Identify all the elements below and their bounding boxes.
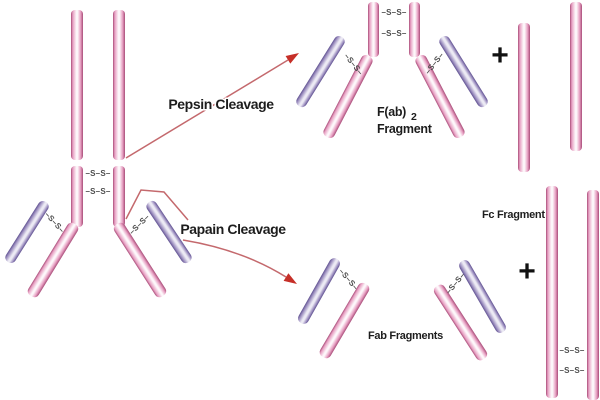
heavy-chain-arm-rod [319, 282, 370, 359]
disulfide-bond-label: –S–S– [127, 212, 151, 236]
fab2-fragment-label: F(ab) [377, 105, 406, 119]
disulfide-bond-label: –S–S– [381, 8, 406, 17]
papain-cleavage-label: Papain Cleavage [180, 221, 286, 237]
light-chain-rod [146, 200, 192, 264]
disulfide-bond-label: –S–S– [559, 346, 584, 355]
pepsin-arrowhead-icon [285, 53, 299, 64]
papain-arrowhead-icon [283, 273, 297, 284]
fab2-subscript: 2 [411, 111, 417, 123]
light-chain-rod [459, 260, 506, 333]
light-chain-rod [298, 258, 340, 324]
heavy-chain-arm-rod [433, 284, 488, 361]
disulfide-bond-label: –S–S– [381, 29, 406, 38]
heavy-chain-arm-rod [323, 54, 373, 139]
heavy-chain-arm-rod [113, 222, 167, 298]
disulfide-bond-label: –S–S– [337, 267, 360, 292]
light-chain-rod [439, 36, 488, 108]
disulfide-bond-label: –S–S– [85, 169, 110, 178]
heavy-chain-rod [409, 2, 420, 57]
fc-fragment-label: Fc Fragment [482, 209, 545, 221]
plus-sign: + [491, 39, 509, 72]
heavy-chain-arm-rod [415, 54, 465, 139]
fc-piece-rod [518, 23, 530, 172]
heavy-chain-rod [587, 190, 599, 400]
pepsin-cleavage-line [125, 59, 289, 159]
heavy-chain-rod [113, 166, 125, 227]
pepsin-arrow [125, 53, 299, 159]
disulfide-bond-label: –S–S– [85, 187, 110, 196]
fab-fragments-label: Fab Fragments [368, 330, 443, 342]
fab-fragment-right: –S–S– [433, 260, 506, 361]
disulfide-bond-label: –S–S– [444, 271, 467, 296]
fc-piece-rod [570, 2, 582, 151]
fab2-fragment-label-line2: Fragment [377, 122, 433, 136]
disulfide-bond-label: –S–S– [43, 210, 67, 235]
fc-fragment: –S–S– –S–S– [546, 186, 599, 400]
heavy-chain-rod [113, 10, 125, 160]
papain-cleavage-line [182, 239, 287, 278]
light-chain-rod [5, 200, 49, 264]
heavy-chain-rod [71, 166, 83, 227]
intact-antibody: –S–S– –S–S– –S–S– –S–S– [5, 10, 192, 298]
pepsin-cleavage-label: Pepsin Cleavage [168, 96, 274, 112]
light-chain-rod [296, 36, 345, 108]
fab2-fragment: –S–S– –S–S– –S–S– –S–S– [296, 2, 488, 139]
heavy-chain-rod [71, 10, 83, 160]
plus-sign: + [518, 255, 536, 288]
papain-arrow [125, 189, 297, 284]
heavy-chain-arm-rod [27, 222, 79, 298]
papain-pointer-line [125, 189, 189, 221]
heavy-chain-rod [546, 186, 558, 398]
heavy-chain-rod [368, 2, 379, 57]
fab-fragment-left: –S–S– [298, 258, 370, 359]
pepsin-small-fragments [518, 2, 582, 172]
disulfide-bond-label: –S–S– [559, 366, 584, 375]
